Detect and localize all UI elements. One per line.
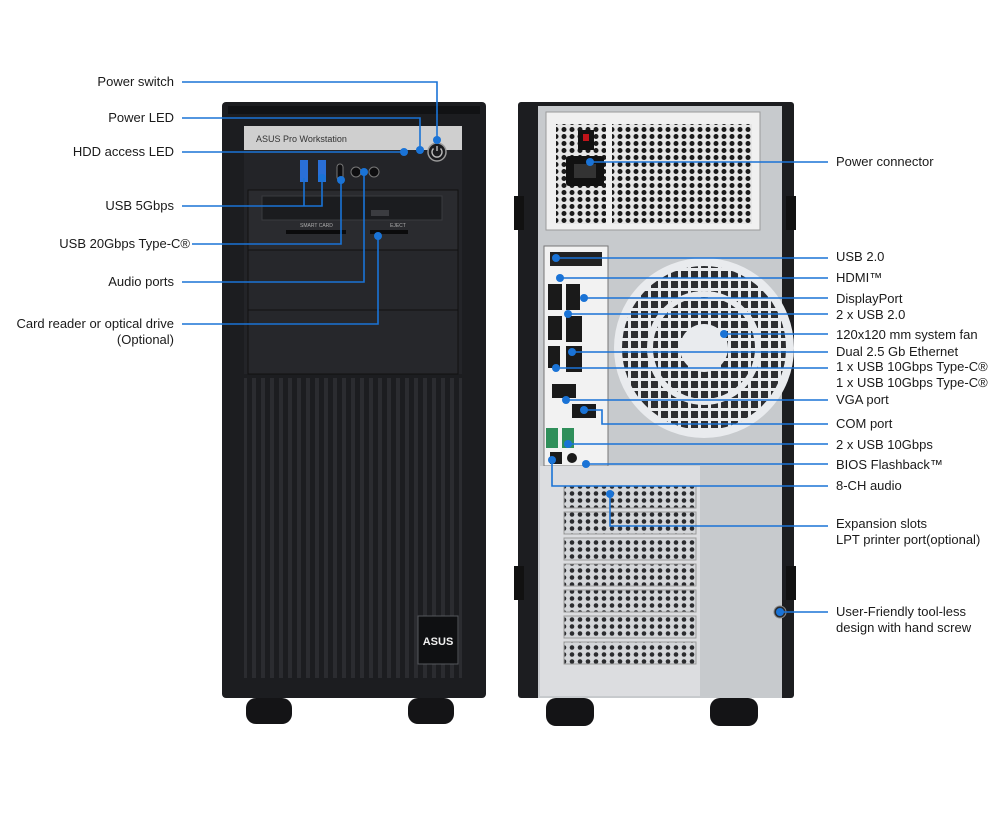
label-8ch-audio: 8-CH audio — [836, 478, 902, 493]
label-power-switch: Power switch — [97, 74, 174, 89]
dot-power-led — [416, 146, 424, 154]
label-hand-screw-line1: User-Friendly tool-less — [836, 604, 967, 619]
dot-vga-port — [562, 396, 570, 404]
dot-com-port — [580, 406, 588, 414]
dot-dual-ethernet — [568, 348, 576, 356]
dot-system-fan — [720, 330, 728, 338]
label-card-reader: Card reader or optical drive (Optional) — [16, 316, 174, 348]
label-expansion-slots-line2: LPT printer port(optional) — [836, 532, 981, 547]
leader-power-switch — [182, 81, 438, 140]
dot-2x-usb-20 — [564, 310, 572, 318]
front-usb-a-2[interactable] — [318, 160, 326, 182]
label-hdmi: HDMI™ — [836, 270, 883, 285]
rear-foot-right — [710, 698, 758, 726]
dot-hand-screw — [776, 608, 784, 616]
dot-usb-typec — [337, 176, 345, 184]
eject-label: EJECT — [390, 223, 406, 229]
rear-foot-left — [546, 698, 594, 726]
dot-2x-usb-10gbps — [564, 440, 572, 448]
dot-hdd-led — [400, 148, 408, 156]
label-usb-10gbps-typec: 1 x USB 10Gbps Type-C® 1 x USB 10Gbps Ty… — [836, 359, 988, 391]
dot-usb-5gbps — [318, 174, 326, 182]
callout-lines — [182, 81, 828, 613]
label-displayport: DisplayPort — [836, 291, 903, 306]
label-bios-flashback: BIOS Flashback™ — [836, 457, 943, 472]
front-tower — [222, 102, 486, 724]
front-foot-right — [408, 698, 454, 724]
brand-plate-text: ASUS Pro Workstation — [256, 134, 347, 144]
leader-usb-typec — [192, 180, 342, 245]
label-vga-port: VGA port — [836, 392, 889, 407]
label-com-port: COM port — [836, 416, 893, 431]
card-slot — [286, 230, 346, 234]
dot-displayport — [580, 294, 588, 302]
label-expansion-slots: Expansion slots LPT printer port(optiona… — [836, 516, 980, 548]
label-usb-typec: USB 20Gbps Type-C® — [59, 236, 190, 251]
dot-power-switch — [433, 136, 441, 144]
power-button[interactable] — [427, 142, 447, 162]
leader-power-led — [182, 117, 421, 150]
dot-power-connector — [586, 158, 594, 166]
dot-bios-flashback — [582, 460, 590, 468]
dot-hdmi — [556, 274, 564, 282]
dot-expansion-slots — [606, 490, 614, 498]
dot-card-reader — [374, 232, 382, 240]
label-usb-10gbps-typec-line1: 1 x USB 10Gbps Type-C® — [836, 359, 988, 374]
dot-8ch-audio — [548, 456, 556, 464]
label-power-led: Power LED — [108, 110, 174, 125]
label-2x-usb-10gbps: 2 x USB 10Gbps — [836, 437, 933, 452]
callout-dots — [318, 136, 784, 616]
label-dual-ethernet: Dual 2.5 Gb Ethernet — [836, 344, 959, 359]
dot-usb-20 — [552, 254, 560, 262]
leader-usb-5gbps — [182, 178, 323, 207]
label-hdd-led: HDD access LED — [72, 144, 174, 159]
dot-usb-10gbps-typec — [552, 364, 560, 372]
expansion-slot-covers — [563, 485, 697, 665]
leader-audio-ports — [182, 172, 365, 283]
label-usb-10gbps-typec-line2: 1 x USB 10Gbps Type-C® — [836, 375, 988, 390]
leader-8ch-audio — [551, 460, 828, 487]
smart-card-label: SMART CARD — [300, 223, 333, 229]
asus-logo: ASUS — [423, 636, 454, 648]
front-audio-2[interactable] — [368, 166, 380, 178]
label-card-reader-line2: (Optional) — [116, 332, 174, 347]
front-foot-left — [246, 698, 292, 724]
label-expansion-slots-line1: Expansion slots — [836, 516, 928, 531]
label-usb-20: USB 2.0 — [836, 249, 885, 264]
leader-card-reader — [182, 236, 379, 325]
front-audio-1[interactable] — [350, 166, 362, 178]
label-system-fan: 120x120 mm system fan — [836, 327, 978, 342]
dot-audio-ports — [360, 168, 368, 176]
rear-tower — [514, 102, 796, 726]
leader-com-port — [584, 409, 828, 425]
label-2x-usb-20: 2 x USB 2.0 — [836, 307, 906, 322]
front-usb-a-1[interactable] — [300, 160, 308, 182]
label-hand-screw-line2: design with hand screw — [836, 620, 972, 635]
brand-plate — [244, 126, 462, 150]
leader-expansion-slots — [609, 494, 828, 527]
label-usb-5gbps: USB 5Gbps — [105, 198, 174, 213]
label-power-connector: Power connector — [836, 154, 934, 169]
asus-logo-box — [417, 615, 459, 665]
label-card-reader-line1: Card reader or optical drive — [16, 316, 174, 331]
eject-button[interactable] — [371, 210, 389, 216]
label-audio-ports: Audio ports — [108, 274, 174, 289]
label-hand-screw: User-Friendly tool-less design with hand… — [836, 604, 971, 636]
